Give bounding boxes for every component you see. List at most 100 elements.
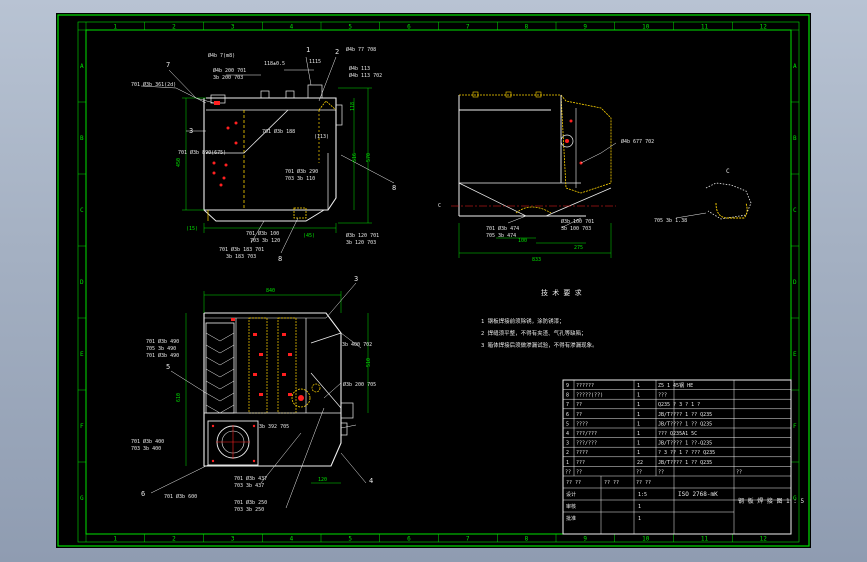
bom-cell: 1 [566, 460, 569, 466]
bom-cell: ?????(??) [576, 393, 603, 399]
zone-col-bottom: 8 [525, 536, 529, 543]
svg-text:3b 183 703: 3b 183 703 [226, 254, 256, 260]
svg-text:701 Ø3b 490: 701 Ø3b 490 [146, 352, 179, 359]
svg-text:840: 840 [266, 288, 275, 294]
title-cell-sub2: ?? ?? [604, 480, 619, 486]
bom-cell: Z5 1 45钢 HE [658, 382, 693, 389]
bom-cell: ?? [576, 402, 582, 408]
svg-text:3b 100 703: 3b 100 703 [561, 226, 591, 232]
svg-text:(113): (113) [314, 134, 329, 140]
svg-text:701 Ø3b 250: 701 Ø3b 250 [234, 499, 267, 506]
zone-row-right: C [793, 207, 797, 214]
bom-cell: 1 [637, 441, 640, 447]
svg-text:610: 610 [176, 393, 182, 402]
top-view[interactable]: 840 701 Ø3b 490 705 3b 490 701 Ø3b 490 5… [131, 275, 376, 513]
technical-notes: 技 术 要 求 1 钢板焊接前须除锈，涂防锈漆； 2 焊缝须平整，不得有夹渣、气… [481, 288, 598, 349]
bom-cell: 9 [566, 383, 569, 389]
bom-cell: 7 [566, 402, 569, 408]
svg-text:Ø3b 200 705: Ø3b 200 705 [343, 381, 376, 388]
bom-cell: ??? Q235A1 5C [658, 431, 697, 437]
svg-text:450: 450 [176, 158, 182, 167]
bom-row: 4???/???1??? Q235A1 5C [566, 431, 697, 437]
svg-text:C: C [438, 203, 441, 209]
bom-cell: 8 [566, 393, 569, 399]
svg-text:705 3b 490: 705 3b 490 [146, 346, 176, 352]
zone-col-top: 7 [466, 24, 470, 31]
bom-cell: ???? [576, 450, 588, 456]
top-view-hatch [205, 332, 235, 414]
zone-col-bottom: 3 [231, 536, 235, 543]
svg-text:275: 275 [574, 245, 583, 251]
zone-row-left: A [80, 63, 84, 70]
zone-col-bottom: 6 [407, 536, 411, 543]
zone-col-top: 9 [583, 24, 587, 31]
title-scale: 1:5 [638, 492, 647, 498]
svg-text:6: 6 [141, 490, 145, 498]
bom-cell: 1 [637, 431, 640, 437]
zone-col-top: 8 [525, 24, 529, 31]
svg-text:701 Ø3b 183 701: 701 Ø3b 183 701 [219, 246, 264, 253]
zone-row-right: A [793, 63, 797, 70]
side-view[interactable]: Ø4b 677 702 C 701 Ø3b 474 705 3b 474 Ø3b… [438, 91, 654, 263]
svg-text:570: 570 [366, 153, 372, 162]
notes-line-2: 2 焊缝须平整，不得有夹渣、气孔等缺陷； [481, 329, 587, 337]
svg-text:703 3b 400: 703 3b 400 [131, 446, 161, 452]
svg-text:833: 833 [532, 257, 541, 263]
svg-text:(45): (45) [303, 233, 315, 239]
zone-row-left: D [80, 279, 84, 286]
svg-text:510: 510 [366, 358, 372, 367]
zone-col-top: 11 [701, 24, 709, 31]
balloon-7: 7 [166, 61, 170, 69]
svg-text:118±0.5: 118±0.5 [264, 61, 285, 67]
title-approver: 批准 [566, 515, 576, 522]
bom-header-cell: ?? [565, 469, 571, 475]
zone-col-bottom: 5 [348, 536, 352, 543]
zone-col-top: 1 [113, 24, 117, 31]
svg-text:701 Ø3b 400: 701 Ø3b 400 [131, 438, 164, 445]
svg-text:703 3b 120: 703 3b 120 [250, 238, 280, 244]
notes-line-1: 1 钢板焊接前须除锈，涂防锈漆； [481, 317, 565, 325]
bom-cell: ?? [576, 412, 582, 418]
top-view-manhole [207, 420, 259, 466]
title-cell-sub1: ?? ?? [566, 480, 581, 486]
inner-border [85, 29, 792, 535]
svg-text:3b 400 702: 3b 400 702 [342, 342, 372, 348]
zone-col-top: 6 [407, 24, 411, 31]
bom-header-cell: ?? [576, 469, 582, 475]
zone-row-left: E [80, 351, 84, 358]
bom-cell: 1 [637, 402, 640, 408]
svg-text:Ø4b 113: Ø4b 113 [349, 65, 370, 72]
bom-cell: 1 [637, 412, 640, 418]
svg-text:701 Ø3b 600: 701 Ø3b 600 [164, 493, 197, 500]
svg-text:118: 118 [350, 102, 356, 111]
bom-header-cell: ?? [658, 469, 664, 475]
svg-text:701 Ø3b 890(675): 701 Ø3b 890(675) [178, 149, 226, 156]
zone-col-top: 10 [642, 24, 650, 31]
svg-text:Ø3b 120 701: Ø3b 120 701 [346, 232, 379, 239]
svg-text:701 Ø3b 188: 701 Ø3b 188 [262, 128, 295, 135]
zone-row-right: D [793, 279, 797, 286]
zone-col-top: 12 [760, 24, 768, 31]
title-checker: 审核 [566, 503, 576, 510]
svg-text:703 3b 250: 703 3b 250 [234, 507, 264, 513]
svg-text:Ø3b 100 701: Ø3b 100 701 [561, 218, 594, 225]
top-view-outline [203, 312, 342, 467]
front-labels: Ø4b 7(m8) Ø4b 200 701 3b 200 703 118±0.5… [131, 46, 382, 260]
bom-cell: ? 3 ?? 1 ? ??? Q235 [658, 450, 715, 456]
front-view[interactable]: 1 2 7 3 8 8 Ø4b 7(m8) Ø4b 200 701 3b 200… [131, 46, 396, 263]
detail-c-view[interactable]: C 705 3b 1.38 [654, 168, 752, 224]
balloon-3: 3 [189, 127, 193, 135]
zone-row-left: C [80, 207, 84, 214]
title-cell-sub3: ?? ?? [636, 480, 651, 486]
bom-cell: 1 [637, 421, 640, 427]
svg-text:3b 392 705: 3b 392 705 [259, 424, 289, 430]
side-view-right-part [560, 94, 612, 194]
zone-col-top: 5 [348, 24, 352, 31]
